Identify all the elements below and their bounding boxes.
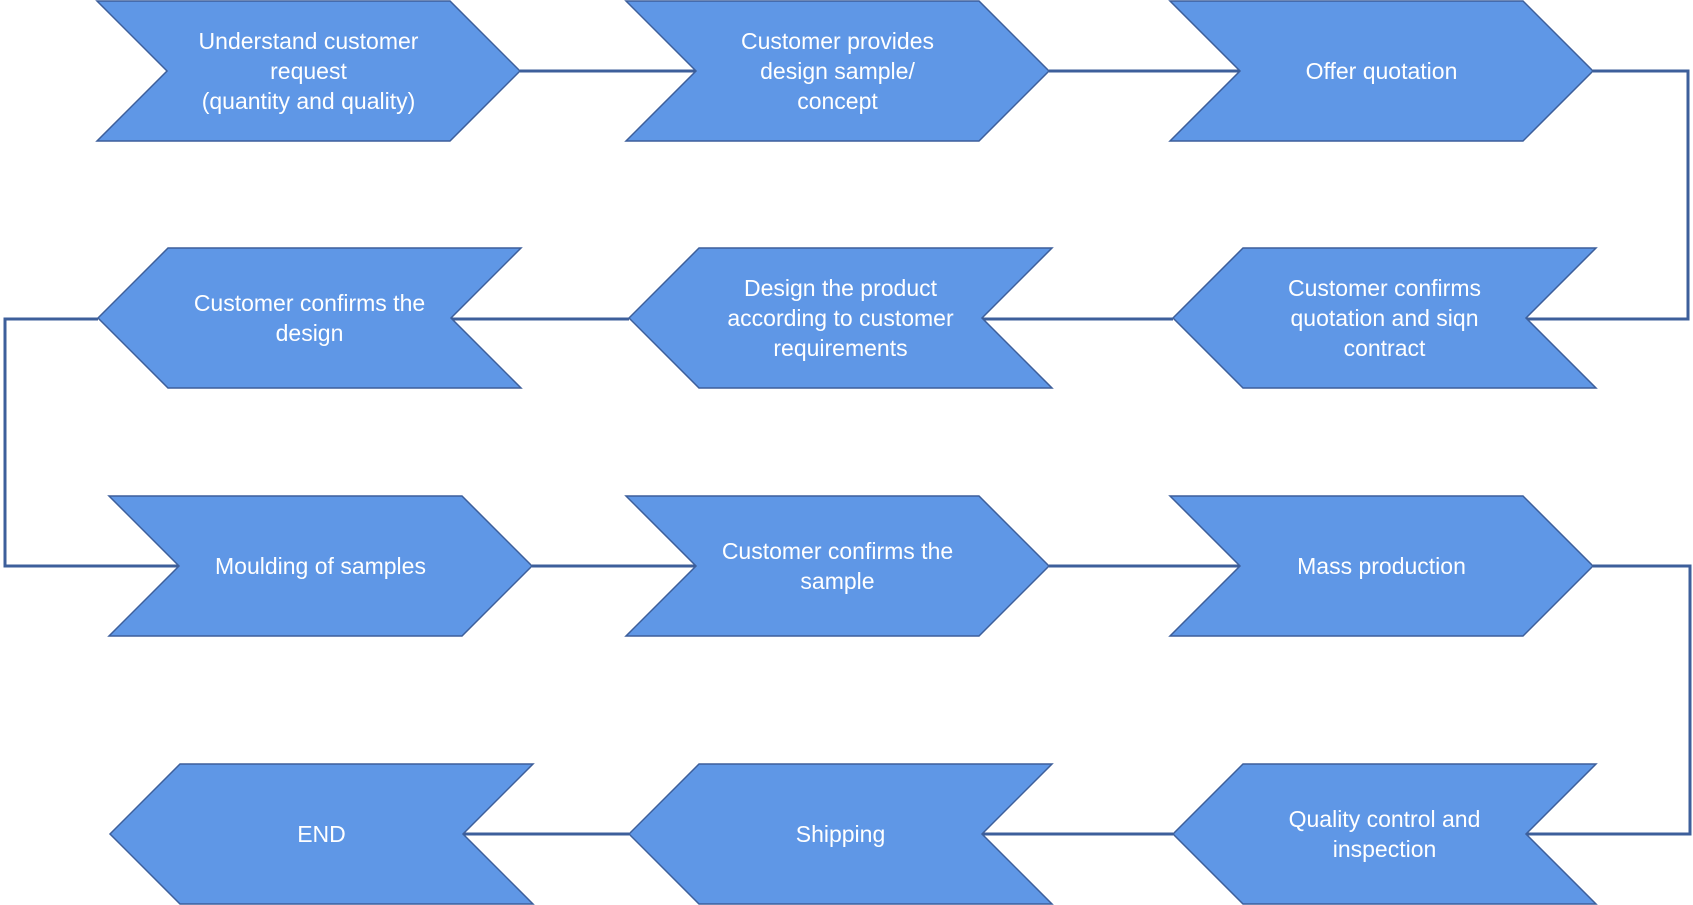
step-label: Customer confirms quotation and siqn contr…: [1288, 275, 1481, 361]
step-design-product: Design the product according to customer r…: [627, 247, 1054, 389]
step-label-line: contract: [1344, 335, 1426, 361]
chevron-shape: [108, 763, 535, 905]
chevron-shape: [624, 0, 1051, 142]
step-label-line: Customer confirms the: [722, 538, 953, 564]
step-understand-request: Understand customer request (quantity and …: [95, 0, 522, 142]
step-label-line: Design the product: [744, 275, 938, 301]
step-design-sample: Customer provides design sample/concept: [624, 0, 1051, 142]
step-offer-quotation: Offer quotation: [1168, 0, 1595, 142]
step-label-line: inspection: [1333, 836, 1437, 862]
step-label-line: Mass production: [1297, 553, 1466, 579]
chevrons: Understand customer request (quantity and …: [95, 0, 1598, 905]
step-label-line: Offer quotation: [1306, 58, 1458, 84]
connector-line-6: [3, 317, 179, 568]
connector-line-3: [1526, 69, 1690, 321]
step-label-line: (quantity and quality): [202, 88, 416, 114]
step-label-line: Customer confirms the: [194, 290, 425, 316]
step-confirm-quotation: Customer confirms quotation and siqn contr…: [1171, 247, 1598, 389]
step-label-line: quotation and siqn: [1291, 305, 1479, 331]
step-label-line: concept: [797, 88, 878, 114]
chevron-shape: [1171, 763, 1598, 905]
step-label: Customer provides design sample/concept: [741, 28, 934, 114]
step-label: Customer confirms the sample: [722, 538, 953, 594]
chevron-shape: [107, 495, 534, 637]
step-quality-control: Quality control and inspection: [1171, 763, 1598, 905]
step-label-line: Shipping: [796, 821, 886, 847]
step-label: Mass production: [1297, 553, 1466, 579]
step-label-line: design: [276, 320, 344, 346]
chevron-shape: [627, 763, 1054, 905]
step-label-line: Customer confirms: [1288, 275, 1481, 301]
step-label-line: Customer provides: [741, 28, 934, 54]
connector-line-9: [1526, 564, 1692, 836]
step-label-line: Understand customer: [199, 28, 419, 54]
step-label: Moulding of samples: [215, 553, 426, 579]
chevron-shape: [95, 0, 522, 142]
step-end: END: [108, 763, 535, 905]
step-label: Design the product according to customer r…: [727, 275, 954, 361]
step-moulding-samples: Moulding of samples: [107, 495, 534, 637]
step-label-line: according to customer: [727, 305, 954, 331]
step-label-line: requirements: [773, 335, 907, 361]
step-label-line: END: [297, 821, 346, 847]
step-label-line: Quality control and: [1289, 806, 1481, 832]
step-label-line: design sample/: [760, 58, 915, 84]
chevron-shape: [624, 495, 1051, 637]
step-label-line: request: [270, 58, 347, 84]
step-label: Understand customer request (quantity and …: [199, 28, 419, 114]
step-label-line: Moulding of samples: [215, 553, 426, 579]
step-mass-production: Mass production: [1168, 495, 1595, 637]
chevron-shape: [1168, 495, 1595, 637]
step-label: Customer confirms the design: [194, 290, 425, 346]
chevron-shape: [1171, 247, 1598, 389]
step-label: Quality control and inspection: [1289, 806, 1481, 862]
step-label: END: [297, 821, 346, 847]
chevron-shape: [1168, 0, 1595, 142]
chevron-shape: [96, 247, 523, 389]
step-confirm-design: Customer confirms the design: [96, 247, 523, 389]
step-confirm-sample: Customer confirms the sample: [624, 495, 1051, 637]
step-label-line: sample: [800, 568, 874, 594]
step-label: Shipping: [796, 821, 886, 847]
step-label: Offer quotation: [1306, 58, 1458, 84]
chevron-shape: [627, 247, 1054, 389]
connectors: [3, 69, 1692, 836]
step-shipping: Shipping: [627, 763, 1054, 905]
